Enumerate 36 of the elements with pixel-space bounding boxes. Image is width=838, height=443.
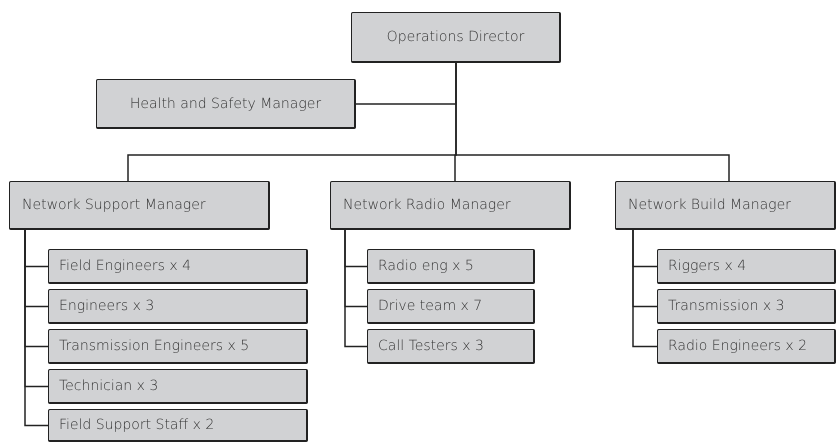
team-box xyxy=(48,289,308,324)
team-box xyxy=(657,289,836,324)
role-title: Operations Director xyxy=(386,29,524,45)
team-label: Call Testers x 3 xyxy=(378,338,484,354)
manager-box xyxy=(96,79,356,129)
team-box xyxy=(367,329,535,364)
team-label: Transmission Engineers x 5 xyxy=(59,338,250,354)
team-box xyxy=(48,249,308,284)
team-box xyxy=(367,249,535,284)
connector-line xyxy=(632,230,657,348)
team-box xyxy=(367,289,535,324)
connector-line xyxy=(455,63,730,181)
role-title: Network Radio Manager xyxy=(343,197,511,213)
team-label: Field Support Staff x 2 xyxy=(59,417,214,433)
role-title: Network Support Manager xyxy=(22,197,206,213)
role-title: Health and Safety Manager xyxy=(130,96,322,112)
team-label: Field Engineers x 4 xyxy=(59,258,192,274)
team-box xyxy=(657,329,836,364)
team-label: Technician x 3 xyxy=(59,378,158,394)
team-label: Riggers x 4 xyxy=(668,258,746,274)
manager-box xyxy=(615,181,836,230)
team-label: Radio eng x 5 xyxy=(378,258,474,274)
team-label: Engineers x 3 xyxy=(59,298,154,314)
connector-line xyxy=(24,230,48,426)
team-label: Drive team x 7 xyxy=(378,298,482,314)
team-label: Radio Engineers x 2 xyxy=(668,338,808,354)
team-label: Transmission x 3 xyxy=(668,298,785,314)
manager-box xyxy=(330,181,571,230)
team-box xyxy=(48,329,308,364)
role-title: Network Build Manager xyxy=(628,197,791,213)
team-box xyxy=(48,369,308,404)
team-box xyxy=(48,409,308,442)
team-box xyxy=(657,249,836,284)
manager-box xyxy=(9,181,270,230)
connector-line xyxy=(344,230,367,348)
director-box xyxy=(351,12,561,63)
